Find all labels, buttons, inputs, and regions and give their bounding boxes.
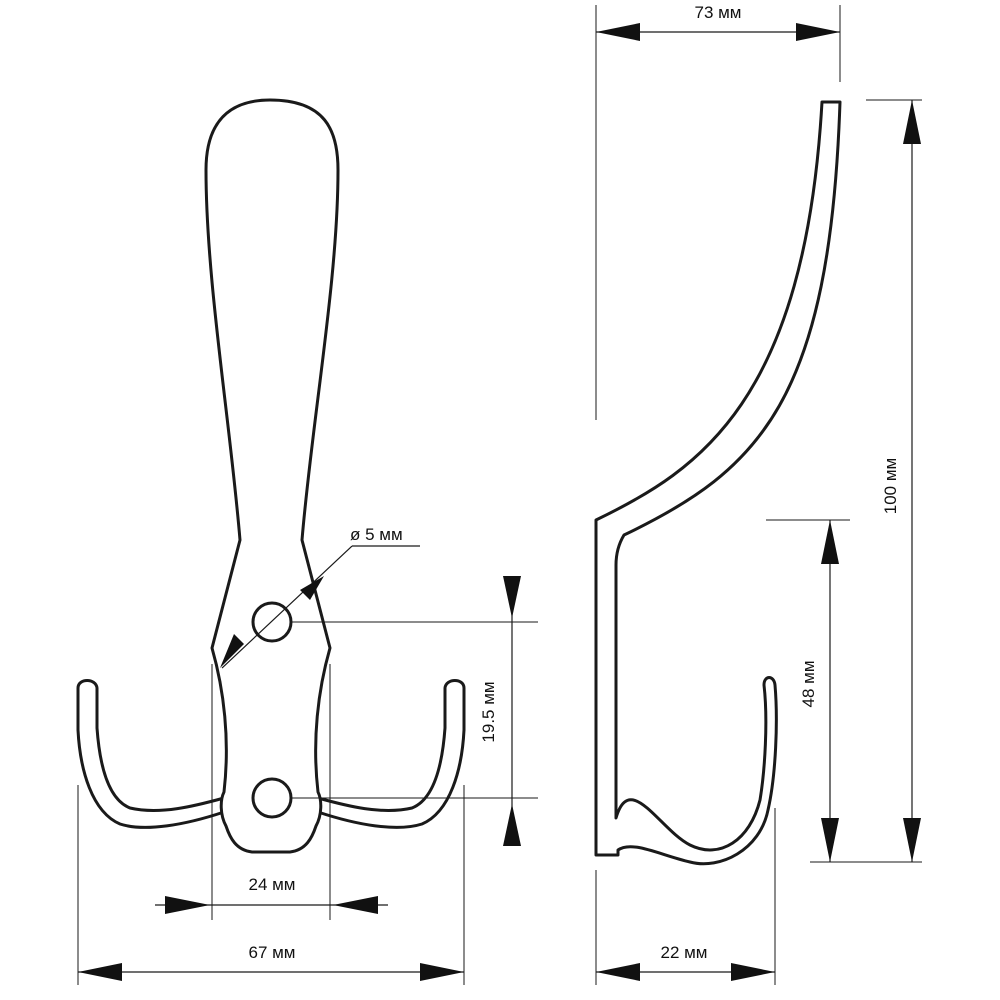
dimension-hole-diameter: ø 5 мм <box>220 525 420 669</box>
screw-hole-bottom <box>251 777 293 819</box>
width22-arrow-left <box>596 963 640 981</box>
label-height-48: 48 мм <box>799 660 818 707</box>
label-width-67: 67 мм <box>248 943 295 962</box>
width24-arrow-left <box>165 896 210 914</box>
height100-arrow-top <box>903 100 921 144</box>
label-hole-diameter: ø 5 мм <box>350 525 403 544</box>
label-width-22: 22 мм <box>660 943 707 962</box>
height100-arrow-bottom <box>903 818 921 862</box>
hook-body <box>204 98 340 854</box>
hook-side-profile <box>594 100 842 866</box>
label-hole-spacing: 19.5 мм <box>479 681 498 742</box>
label-width-24: 24 мм <box>248 875 295 894</box>
dimension-hole-spacing: 19.5 мм <box>290 576 538 846</box>
height48-arrow-top <box>821 520 839 564</box>
label-width-73: 73 мм <box>694 3 741 22</box>
spacing-arrow-top <box>503 576 521 618</box>
dimension-width-67: 67 мм <box>77 785 465 985</box>
label-height-100: 100 мм <box>881 458 900 514</box>
width73-arrow-right <box>796 23 840 41</box>
side-view <box>594 100 842 866</box>
front-view <box>76 98 466 854</box>
dimension-width-73: 73 мм <box>595 3 841 420</box>
dimension-width-22: 22 мм <box>595 808 776 985</box>
width73-arrow-left <box>596 23 640 41</box>
width24-arrow-right <box>333 896 378 914</box>
dimension-width-24: 24 мм <box>155 664 388 920</box>
width22-arrow-right <box>731 963 775 981</box>
width67-arrow-right <box>420 963 464 981</box>
spacing-arrow-bottom <box>503 804 521 846</box>
dimension-height-100: 100 мм <box>810 99 922 863</box>
height48-arrow-bottom <box>821 818 839 862</box>
diameter-arrow-upper <box>300 576 324 600</box>
width67-arrow-left <box>78 963 122 981</box>
diameter-arrow-lower <box>220 634 244 668</box>
left-hook-arm <box>76 679 226 829</box>
right-hook-arm <box>316 679 466 829</box>
dimension-height-48: 48 мм <box>766 519 850 862</box>
